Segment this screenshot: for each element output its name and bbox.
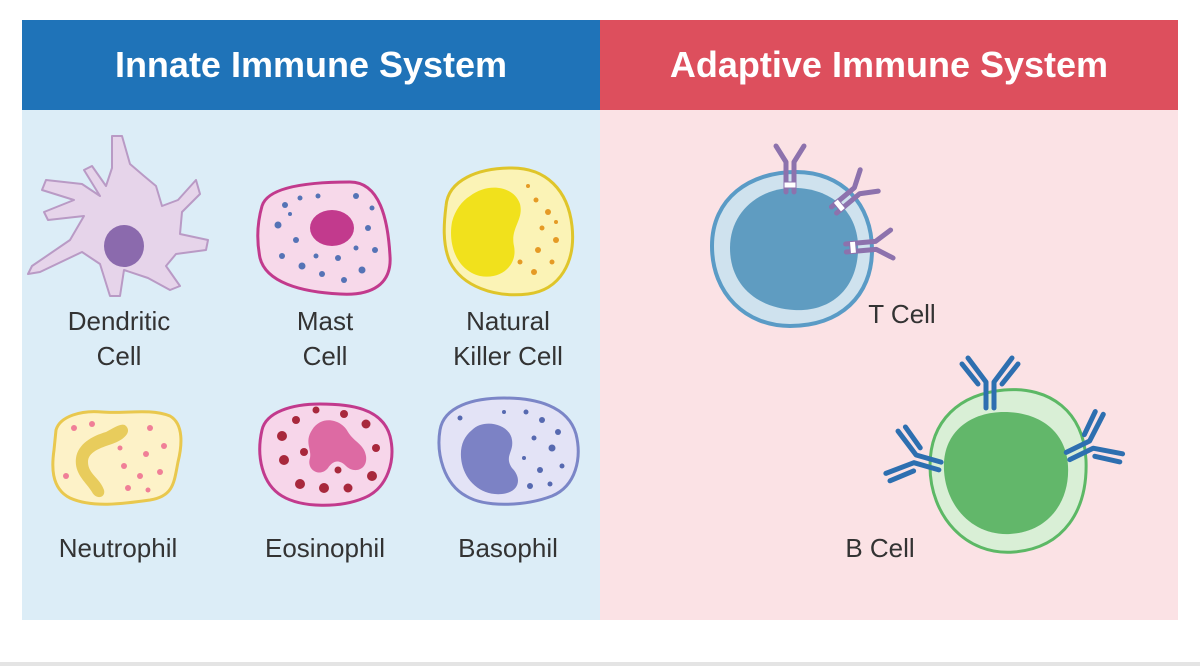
t-cell-icon	[709, 146, 893, 329]
mast-cell-icon	[256, 180, 392, 296]
mast-cell-label: Mast Cell	[297, 304, 353, 374]
neutrophil-label: Neutrophil	[58, 533, 178, 563]
nk-cell-label: Natural Killer Cell	[453, 304, 563, 374]
dendritic-cell-label: Dendritic Cell	[68, 304, 171, 374]
bottom-divider	[0, 662, 1200, 666]
adaptive-header: Adaptive Immune System	[600, 20, 1178, 110]
eosinophil-icon	[258, 402, 394, 507]
nk-label-line1: Natural	[466, 306, 550, 336]
innate-panel: Innate Immune System	[22, 20, 600, 620]
nk-label-line2: Killer Cell	[453, 341, 563, 371]
dendritic-label-line1: Dendritic	[67, 306, 171, 336]
mast-label-line1: Mast	[296, 306, 354, 336]
b-cell-icon	[884, 358, 1125, 554]
natural-killer-cell-icon	[442, 166, 575, 297]
dendritic-cell-icon	[27, 135, 209, 297]
t-cell-label: T Cell	[868, 299, 936, 329]
basophil-icon	[437, 396, 580, 506]
eosinophil-label: Eosinophil	[265, 533, 385, 563]
dendritic-label-line2: Cell	[96, 341, 142, 371]
adaptive-panel: Adaptive Immune System	[600, 20, 1178, 620]
neutrophil-icon	[51, 410, 183, 506]
basophil-label: Basophil	[458, 533, 558, 563]
mast-label-line2: Cell	[302, 341, 348, 371]
innate-header: Innate Immune System	[22, 20, 600, 110]
b-cell-label: B Cell	[845, 533, 915, 563]
